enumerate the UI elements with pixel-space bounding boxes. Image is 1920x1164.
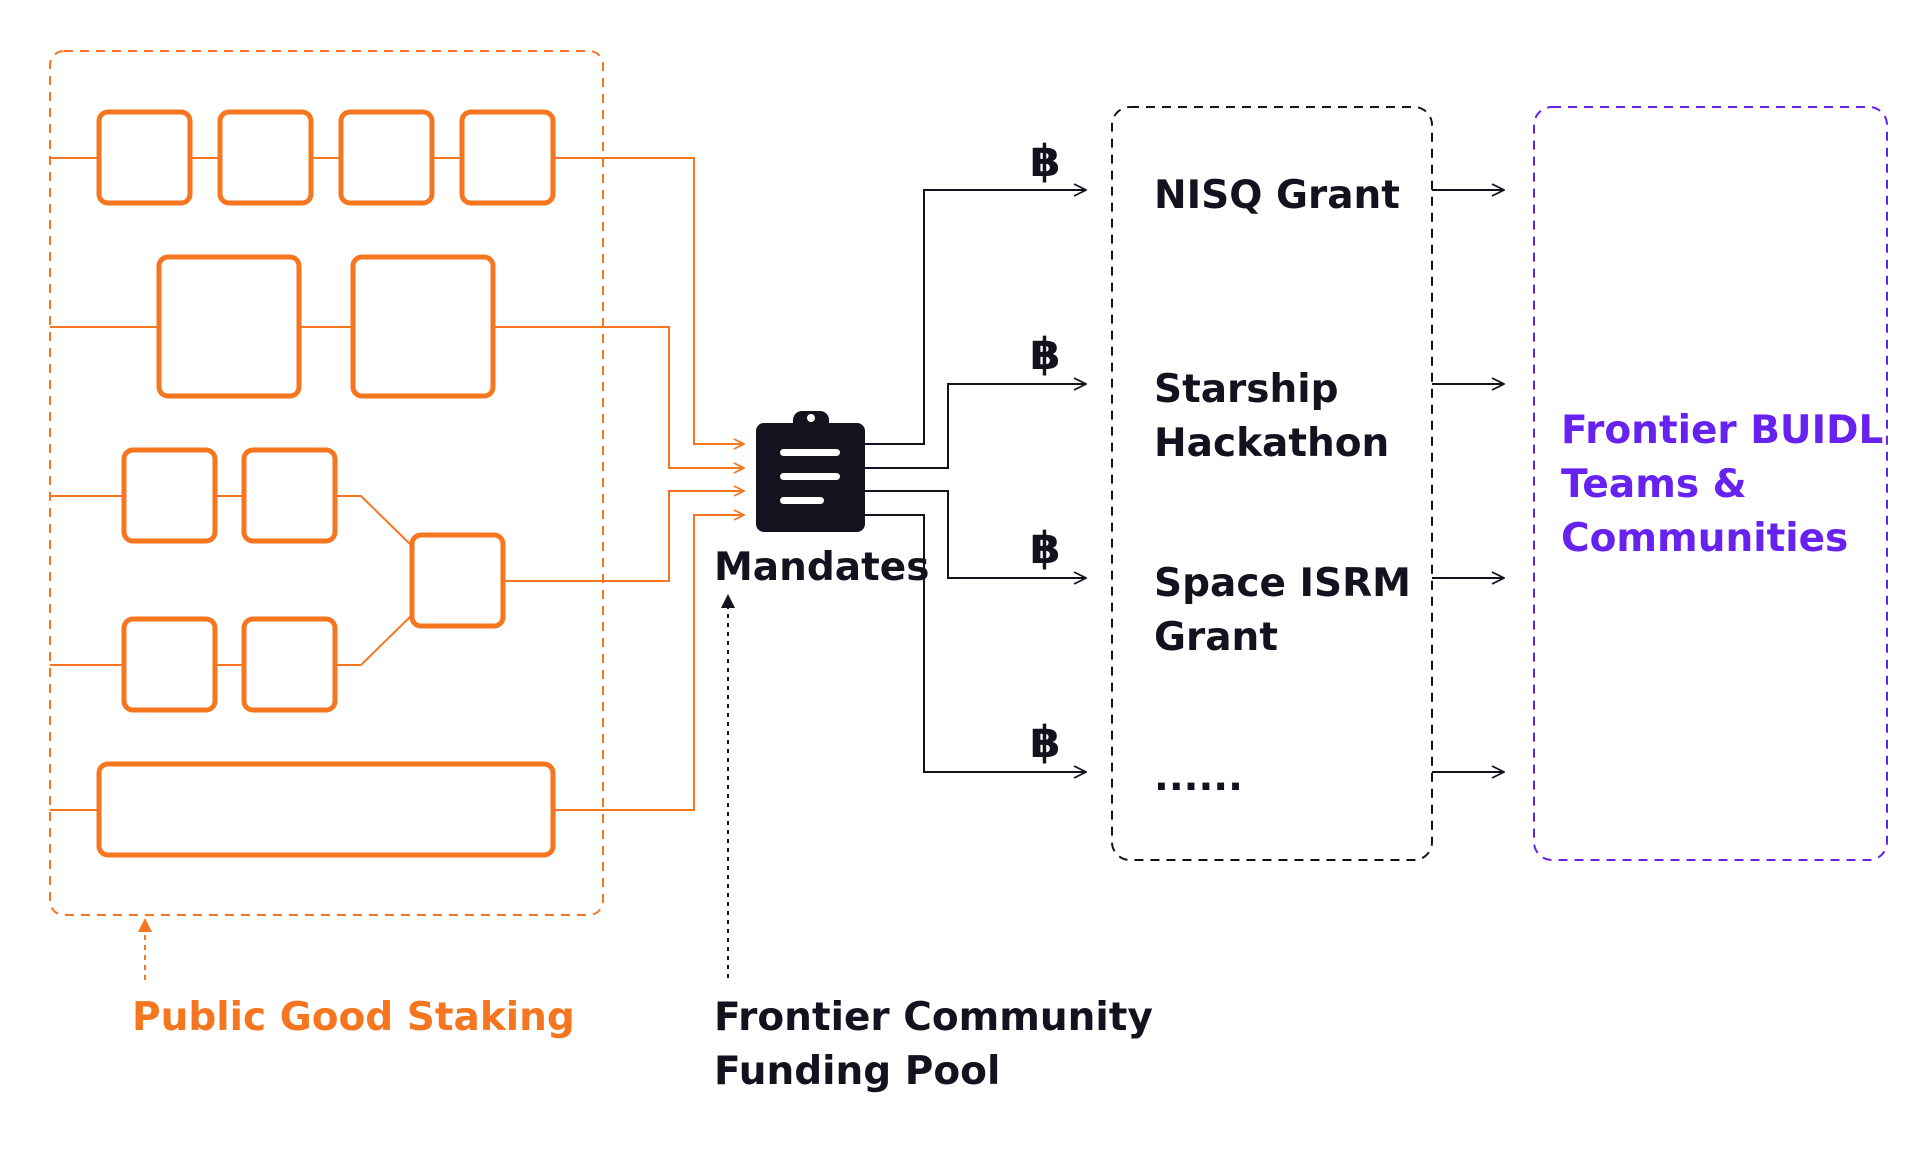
stake-block-wide: [96, 761, 556, 858]
staking-chain-5: [50, 515, 744, 858]
staking-chain-merge: [50, 447, 744, 713]
public-good-staking-group: Public Good Staking: [49, 50, 744, 1040]
grant-space-isrm-line1: Space ISRM: [1154, 561, 1411, 606]
mandates-node: Mandates: [714, 411, 929, 590]
grant-more: ......: [1154, 755, 1243, 800]
stake-block: [121, 616, 218, 713]
stake-block: [241, 447, 338, 544]
grant-flow-line-3: [865, 490, 1086, 578]
grants-group: NISQ Grant Starship Hackathon Space ISRM…: [1111, 106, 1433, 861]
bitcoin-icon: ฿: [1030, 329, 1061, 380]
bitcoin-icon: ฿: [1030, 523, 1061, 574]
grant-flow-line-1: [865, 190, 1086, 445]
recipients-label-line3: Communities: [1561, 516, 1848, 561]
recipients-dashed-frame: [1533, 106, 1888, 861]
stake-block-merged: [409, 532, 506, 629]
staking-label: Public Good Staking: [132, 995, 575, 1040]
stake-block: [350, 254, 496, 399]
merge-connector: [335, 495, 413, 547]
stake-block: [121, 447, 218, 544]
pool-label-line1: Frontier Community: [714, 995, 1153, 1040]
recipients-label-line1: Frontier BUIDL: [1561, 408, 1883, 453]
stake-block: [156, 254, 302, 399]
grant-space-isrm-line2: Grant: [1154, 615, 1278, 660]
stake-block: [459, 109, 556, 206]
flow-line-to-mandates: [493, 326, 744, 468]
stake-block: [96, 109, 193, 206]
stake-block: [338, 109, 435, 206]
grant-starship-line2: Hackathon: [1154, 421, 1389, 466]
grants-dashed-frame: [1111, 106, 1433, 861]
pool-label-line2: Funding Pool: [714, 1049, 1000, 1094]
bitcoin-icon: ฿: [1030, 136, 1061, 187]
flow-line-to-mandates: [553, 157, 744, 444]
stake-block: [241, 616, 338, 713]
flow-line-to-mandates: [553, 515, 744, 811]
staking-dashed-frame: [49, 50, 604, 916]
grant-nisq: NISQ Grant: [1154, 173, 1400, 218]
grant-starship-line1: Starship: [1154, 367, 1339, 412]
grant-flow-line-4: [865, 514, 1086, 772]
recipients-label-line2: Teams &: [1561, 462, 1747, 507]
mandate-to-grant-flows: ฿ ฿ ฿ ฿: [865, 136, 1086, 772]
flow-line-to-mandates: [503, 491, 744, 582]
funding-pool-group: Frontier Community Funding Pool: [714, 594, 1153, 1094]
stake-block: [217, 109, 314, 206]
staking-chain-2: [50, 254, 744, 468]
grant-to-recipient-flows: [1432, 190, 1504, 772]
clipboard-icon: [756, 411, 865, 532]
mandates-label: Mandates: [714, 545, 929, 590]
merge-connector: [335, 614, 413, 666]
recipients-group: Frontier BUIDL Teams & Communities: [1533, 106, 1888, 861]
grant-flow-line-2: [865, 384, 1086, 469]
bitcoin-icon: ฿: [1030, 717, 1061, 768]
staking-chain-1: [50, 109, 744, 444]
